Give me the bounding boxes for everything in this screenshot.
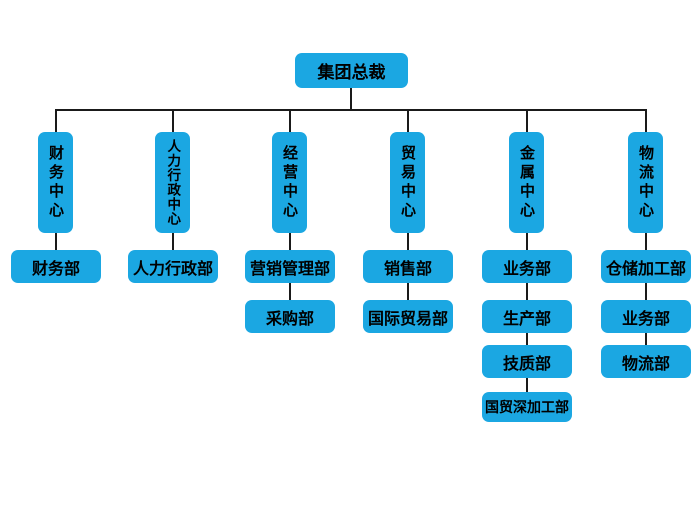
connector-link xyxy=(645,232,647,251)
connector-link xyxy=(645,332,647,346)
org-node-metal-center: 金属中心 xyxy=(509,132,544,233)
connector-link xyxy=(289,282,291,301)
org-node-operations-center: 经营中心 xyxy=(272,132,307,233)
org-node-hr-admin-dept: 人力行政部 xyxy=(128,250,218,283)
connector-drop xyxy=(645,110,647,133)
org-node-finance-dept: 财务部 xyxy=(11,250,101,283)
org-node-trade-center: 贸易中心 xyxy=(390,132,425,233)
org-node-sales-dept: 销售部 xyxy=(363,250,453,283)
connector-link xyxy=(172,232,174,251)
connector-link xyxy=(526,232,528,251)
connector-link xyxy=(289,232,291,251)
org-node-logistics-dept: 物流部 xyxy=(601,345,691,378)
org-node-intl-trade-processing-dept: 国贸深加工部 xyxy=(482,392,572,422)
connector-link xyxy=(407,232,409,251)
connector-drop xyxy=(407,110,409,133)
connector-link xyxy=(526,332,528,346)
org-node-intl-trade-dept: 国际贸易部 xyxy=(363,300,453,333)
org-node-marketing-mgmt-dept: 营销管理部 xyxy=(245,250,335,283)
connector-link xyxy=(526,282,528,301)
connector-drop xyxy=(526,110,528,133)
org-node-finance-center: 财务中心 xyxy=(38,132,73,233)
org-node-warehouse-processing-dept: 仓储加工部 xyxy=(601,250,691,283)
org-node-purchasing-dept: 采购部 xyxy=(245,300,335,333)
connector-drop xyxy=(172,110,174,133)
org-node-production-dept: 生产部 xyxy=(482,300,572,333)
connector-link xyxy=(526,377,528,393)
connector-link xyxy=(55,232,57,251)
connector-link xyxy=(407,282,409,301)
connector-link xyxy=(645,282,647,301)
connector-drop xyxy=(55,110,57,133)
connector-drop xyxy=(289,110,291,133)
org-node-tech-quality-dept: 技质部 xyxy=(482,345,572,378)
org-node-hr-admin-center: 人力行政中心 xyxy=(155,132,190,233)
connector-trunk xyxy=(350,88,352,110)
connector-horizontal xyxy=(55,109,647,111)
org-node-business-dept: 业务部 xyxy=(482,250,572,283)
org-node-business-dept-2: 业务部 xyxy=(601,300,691,333)
org-node-logistics-center: 物流中心 xyxy=(628,132,663,233)
org-node-group-president: 集团总裁 xyxy=(295,53,408,88)
